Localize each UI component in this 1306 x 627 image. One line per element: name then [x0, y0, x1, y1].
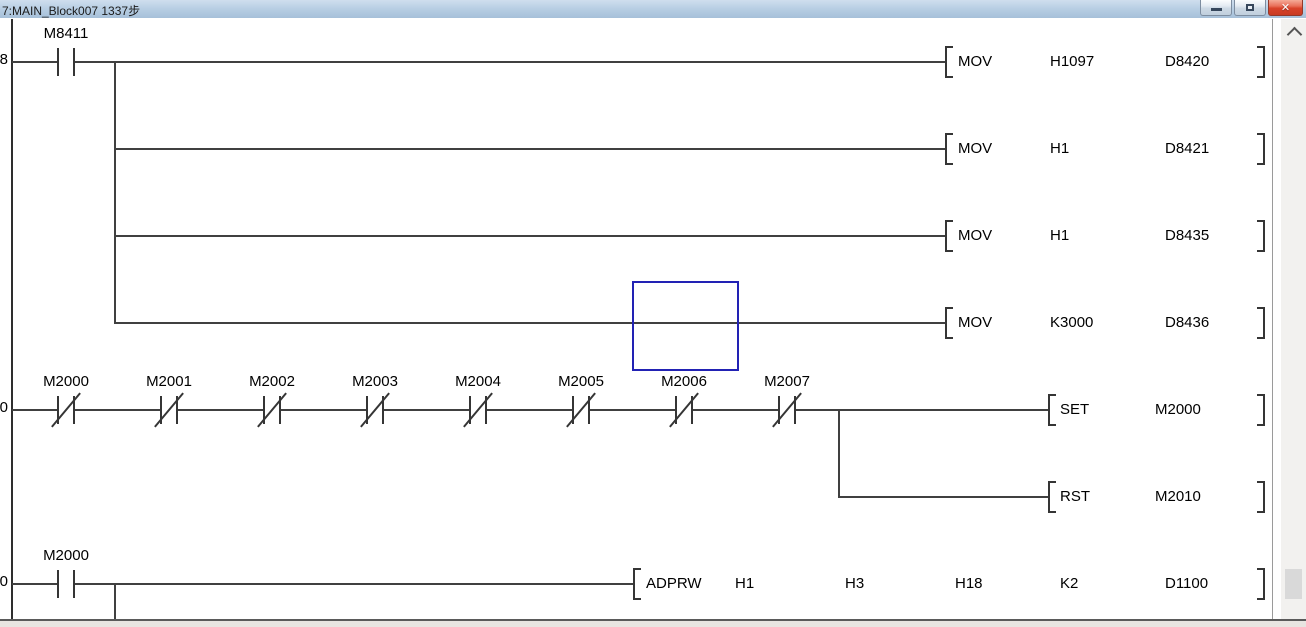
contact-bar [279, 396, 281, 424]
close-icon: ✕ [1280, 2, 1291, 14]
instruction-close-bracket [1257, 220, 1265, 252]
nc-contact[interactable]: M2006 [661, 373, 707, 390]
contact-bar [794, 396, 796, 424]
minimize-button[interactable] [1200, 0, 1232, 16]
instruction-open-bracket [945, 133, 953, 165]
contact-gap [58, 580, 74, 588]
scrollbar-thumb[interactable] [1285, 569, 1302, 599]
contact-bar [73, 396, 75, 424]
rung-line [114, 235, 945, 237]
no-contact[interactable]: M2000 [43, 547, 89, 564]
instruction-opcode[interactable]: MOV [958, 53, 993, 70]
nc-contact[interactable]: M2007 [764, 373, 810, 390]
instruction-operand[interactable]: H1097 [1050, 53, 1095, 70]
branch-line [114, 583, 116, 619]
rung-line [12, 409, 1048, 411]
contact-bar [572, 396, 574, 424]
close-button[interactable]: ✕ [1268, 0, 1303, 16]
contact-bar [57, 396, 59, 424]
instruction-opcode[interactable]: RST [1060, 488, 1090, 505]
instruction-close-bracket [1257, 307, 1265, 339]
restore-button[interactable] [1234, 0, 1266, 16]
instruction-opcode[interactable]: MOV [958, 314, 993, 331]
minimize-icon [1211, 8, 1222, 11]
instruction-operand[interactable]: K3000 [1050, 314, 1094, 331]
instruction-open-bracket [945, 307, 953, 339]
instruction-close-bracket [1257, 46, 1265, 78]
contact-bar [57, 48, 59, 76]
vertical-scrollbar[interactable] [1281, 19, 1306, 620]
instruction-operand[interactable]: H1 [1050, 140, 1070, 157]
instruction-operand[interactable]: M2010 [1155, 488, 1201, 505]
contact-bar [588, 396, 590, 424]
left-power-rail [11, 19, 13, 620]
contact-bar [263, 396, 265, 424]
step-number: 0 [0, 573, 8, 590]
rung-line [114, 148, 945, 150]
instruction-operand[interactable]: D8435 [1165, 227, 1210, 244]
branch-line [838, 409, 840, 498]
contact-bar [485, 396, 487, 424]
nc-contact[interactable]: M2002 [249, 373, 295, 390]
contact-bar [778, 396, 780, 424]
instruction-opcode[interactable]: ADPRW [646, 575, 702, 592]
contact-bar [382, 396, 384, 424]
instruction-operand[interactable]: H1 [1050, 227, 1070, 244]
contact-bar [469, 396, 471, 424]
instruction-open-bracket [945, 46, 953, 78]
instruction-open-bracket [945, 220, 953, 252]
contact-bar [160, 396, 162, 424]
ladder-right-border [1272, 19, 1273, 620]
instruction-opcode[interactable]: MOV [958, 140, 993, 157]
contact-bar [366, 396, 368, 424]
instruction-operand[interactable]: H3 [845, 575, 865, 592]
instruction-operand[interactable]: M2000 [1155, 401, 1201, 418]
instruction-close-bracket [1257, 394, 1265, 426]
contact-bar [73, 570, 75, 598]
contact-bar [57, 570, 59, 598]
step-number: 8 [0, 51, 8, 68]
instruction-open-bracket [633, 568, 641, 600]
window-bottom-border [0, 619, 1306, 621]
window-title: 7:MAIN_Block007 1337步 [2, 4, 141, 18]
step-number: 0 [0, 399, 8, 416]
nc-contact[interactable]: M2000 [43, 373, 89, 390]
window-bottom-strip [0, 621, 1306, 627]
instruction-operand[interactable]: H18 [955, 575, 983, 592]
instruction-operand[interactable]: D8420 [1165, 53, 1210, 70]
instruction-operand[interactable]: D8421 [1165, 140, 1210, 157]
rung-line [114, 322, 945, 324]
rung-line [838, 496, 1048, 498]
nc-contact[interactable]: M2005 [558, 373, 604, 390]
instruction-opcode[interactable]: MOV [958, 227, 993, 244]
instruction-open-bracket [1048, 481, 1056, 513]
nc-contact[interactable]: M2001 [146, 373, 192, 390]
restore-icon [1246, 4, 1254, 11]
rung-line [12, 583, 633, 585]
nc-contact[interactable]: M2003 [352, 373, 398, 390]
instruction-open-bracket [1048, 394, 1056, 426]
contact-gap [58, 58, 74, 66]
contact-bar [73, 48, 75, 76]
titlebar[interactable]: 7:MAIN_Block007 1337步 ✕ [0, 0, 1306, 19]
instruction-operand[interactable]: K2 [1060, 575, 1079, 592]
rung-line [12, 61, 945, 63]
instruction-close-bracket [1257, 568, 1265, 600]
instruction-operand[interactable]: D1100 [1165, 575, 1209, 592]
instruction-opcode[interactable]: SET [1060, 401, 1090, 418]
instruction-operand[interactable]: H1 [735, 575, 755, 592]
selection-cursor [632, 281, 739, 371]
contact-bar [176, 396, 178, 424]
instruction-close-bracket [1257, 133, 1265, 165]
instruction-operand[interactable]: D8436 [1165, 314, 1210, 331]
instruction-close-bracket [1257, 481, 1265, 513]
nc-contact[interactable]: M2004 [455, 373, 501, 390]
no-contact[interactable]: M8411 [43, 25, 89, 42]
contact-bar [691, 396, 693, 424]
contact-bar [675, 396, 677, 424]
branch-line [114, 61, 116, 324]
